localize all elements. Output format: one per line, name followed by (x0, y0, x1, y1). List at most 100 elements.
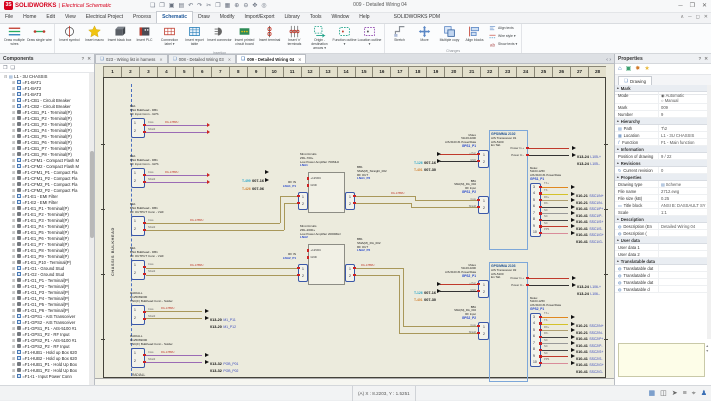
component-tree-item[interactable]: ⊞=F1-CB1_P7 - Terminal(P) (0, 145, 90, 151)
expand-icon[interactable]: ⊞ (12, 259, 16, 265)
expand-icon[interactable]: ⊞ (12, 229, 16, 235)
expand-icon[interactable]: ⊞ (12, 283, 16, 289)
component-tree-item[interactable]: ⊞=F1-E1_P9 - Terminal(P) (0, 253, 90, 259)
component-tree-item[interactable]: ⊞=F1-G1_P2 - Terminal(P) (0, 283, 90, 289)
panel-close-button[interactable]: ✕ (704, 55, 708, 61)
expand-icon[interactable]: ⊞ (12, 319, 16, 325)
menu-tab-help[interactable]: Help (359, 14, 370, 20)
expand-icon[interactable]: ⊞ (12, 169, 16, 175)
expand-icon[interactable]: ⊞ (12, 151, 16, 157)
component-tree-item[interactable]: ⊞=F1-CFM2_P2 - Compact Fla (0, 187, 90, 193)
doc-restore-button[interactable]: ◻ (695, 14, 700, 20)
section-collapse-icon[interactable]: ▴ (617, 147, 619, 151)
doc-tab-008[interactable]: ❏008 - Detailed Wiring 03✕ (167, 54, 237, 63)
gps-block[interactable] (489, 130, 528, 250)
redo-icon[interactable]: ↷ (197, 3, 203, 9)
zoom-out-icon[interactable]: ⊖ (243, 3, 249, 9)
doc-tab-nav-arrows[interactable]: ‹ › (606, 57, 611, 63)
property-value[interactable]: Detailed Wiring 04 (661, 224, 696, 229)
property-value[interactable]: 0 (661, 168, 664, 173)
section-collapse-icon[interactable]: ▴ (617, 161, 619, 165)
component-tree-item[interactable]: ⊞=F1-G1_P6 - Terminal(P) (0, 307, 90, 313)
expand-icon[interactable]: ⊞ (12, 115, 16, 121)
component-tree-item[interactable]: ⊞=F1-CFM1 - Compact Flash M (0, 157, 90, 163)
ribbon-button-insert-symbol[interactable]: Insert symbol (57, 24, 82, 43)
property-value[interactable]: F1 - Main function (661, 140, 695, 145)
expand-icon[interactable]: ⊞ (12, 187, 16, 193)
component-tree-item[interactable]: ⊞=F1-BAT2 (0, 85, 90, 91)
ribbon-button-function-outline[interactable]: Function outline ▾ (332, 24, 357, 47)
minimize-button[interactable]: ─ (678, 3, 683, 9)
component-tree-item[interactable]: ⊞=F1-HUB2 - Hold up Box 620 (0, 355, 90, 361)
paste-icon[interactable]: ▦ (224, 3, 231, 9)
expand-icon[interactable]: ⊞ (12, 145, 16, 151)
expand-icon[interactable]: ⊞ (12, 127, 16, 133)
component-tree-item[interactable]: ⊞=F1-GPS1_P1 - AIS-5100 #1 (0, 325, 90, 331)
component-tree-item[interactable]: ⊞=F1-CB2 - Circuit Breaker (0, 103, 90, 109)
snap-icon[interactable]: ◫ (660, 389, 667, 397)
expand-icon[interactable]: ⊞ (12, 199, 16, 205)
expand-icon[interactable]: ⊞ (12, 343, 16, 349)
ribbon-button-insert-black-box[interactable]: Insert black box (107, 24, 132, 43)
amplifier-block[interactable] (308, 172, 345, 213)
expand-icon[interactable]: ⊞ (12, 133, 16, 139)
ribbon-button-stretch[interactable]: Stretch (387, 24, 412, 43)
component-tree-item[interactable]: ⊞=F1-HUB1_P1 - Hold Up Box (0, 361, 90, 367)
component-tree-item[interactable]: ⊞=F1-E1_P4 - Terminal(P) (0, 223, 90, 229)
copy-icon[interactable]: ❐ (215, 3, 221, 9)
undo-icon[interactable]: ↶ (188, 3, 194, 9)
collapse-all-icon[interactable]: ❏ (10, 65, 15, 71)
expand-icon[interactable]: ⊞ (12, 175, 16, 181)
ribbon-button-insert-n-terminals[interactable]: Insert 'n' terminals (282, 24, 307, 47)
tab-close-icon[interactable]: ✕ (298, 56, 302, 62)
component-tree-item[interactable]: ⊞=F1-G1_P1 - Terminal(P) (0, 277, 90, 283)
new-icon[interactable]: ❏ (150, 3, 156, 9)
component-tree-item[interactable]: ⊞=F1-CB1_P3 - Terminal(P) (0, 121, 90, 127)
component-tree-root[interactable]: ⊟▤L1 - 3U CHASSIS (0, 73, 90, 79)
expand-icon[interactable]: ⊞ (12, 325, 16, 331)
expand-icon[interactable]: ⊞ (12, 349, 16, 355)
expand-icon[interactable]: ⊞ (12, 157, 16, 163)
property-value[interactable] (659, 251, 708, 257)
component-tree-item[interactable]: ⊞=F1-E1_P3 - Terminal(P) (0, 217, 90, 223)
expand-icon[interactable]: ⊞ (12, 97, 16, 103)
expand-icon[interactable]: ⊞ (12, 355, 16, 361)
scroll-up-icon[interactable]: ▲ (705, 344, 709, 348)
component-tree-item[interactable]: ⊞=F1-E1_P1 - Terminal(P) (0, 205, 90, 211)
collapse-ribbon-button[interactable]: ∧ (680, 14, 685, 20)
expand-icon[interactable]: ⊞ (12, 181, 16, 187)
component-tree-item[interactable]: ⊞=F1-BAT3 (0, 91, 90, 97)
expand-icon[interactable]: ⊞ (12, 301, 16, 307)
menu-tab-home[interactable]: Home (23, 14, 37, 20)
component-tree-item[interactable]: ⊞=F1-CFM1_P2 - Compact Fla (0, 175, 90, 181)
lines-icon[interactable]: ≡ (682, 389, 687, 397)
expand-icon[interactable]: ⊞ (12, 373, 16, 379)
restore-button[interactable]: ❐ (689, 3, 695, 9)
panel-help-button[interactable]: ? (81, 55, 85, 61)
expand-icon[interactable]: ⊞ (12, 247, 16, 253)
section-collapse-icon[interactable]: ▴ (617, 119, 619, 123)
component-tree-item[interactable]: ⊞=F1-CB1_P8 - Terminal(P) (0, 151, 90, 157)
tab-drawing[interactable]: ❏ Drawing (618, 76, 653, 85)
expand-icon[interactable]: ⊞ (12, 121, 16, 127)
home-icon[interactable]: ⌂ (618, 66, 622, 72)
amplifier-block[interactable] (308, 244, 345, 285)
ribbon-button-multiple-copy[interactable]: Multiple copy (437, 24, 462, 43)
section-collapse-icon[interactable]: ▴ (617, 175, 619, 179)
close-button[interactable]: ✕ (701, 3, 707, 9)
expand-icon[interactable]: ⊞ (12, 223, 16, 229)
component-tree-item[interactable]: ⊞=F1-HUB1 - Hold up Box 620 (0, 349, 90, 355)
property-value[interactable] (659, 230, 708, 236)
component-tree-item[interactable]: ⊞=F1-GPS2_P1 - AIS-5100 #1 (0, 337, 90, 343)
component-tree-item[interactable]: ⊞=F1-E1_P8 - Terminal(P) (0, 247, 90, 253)
menu-tab-modify[interactable]: Modify (219, 14, 235, 20)
component-tree-item[interactable]: ⊞=F1-CB1_P4 - Terminal(P) (0, 127, 90, 133)
property-value[interactable]: 9 (661, 112, 664, 117)
